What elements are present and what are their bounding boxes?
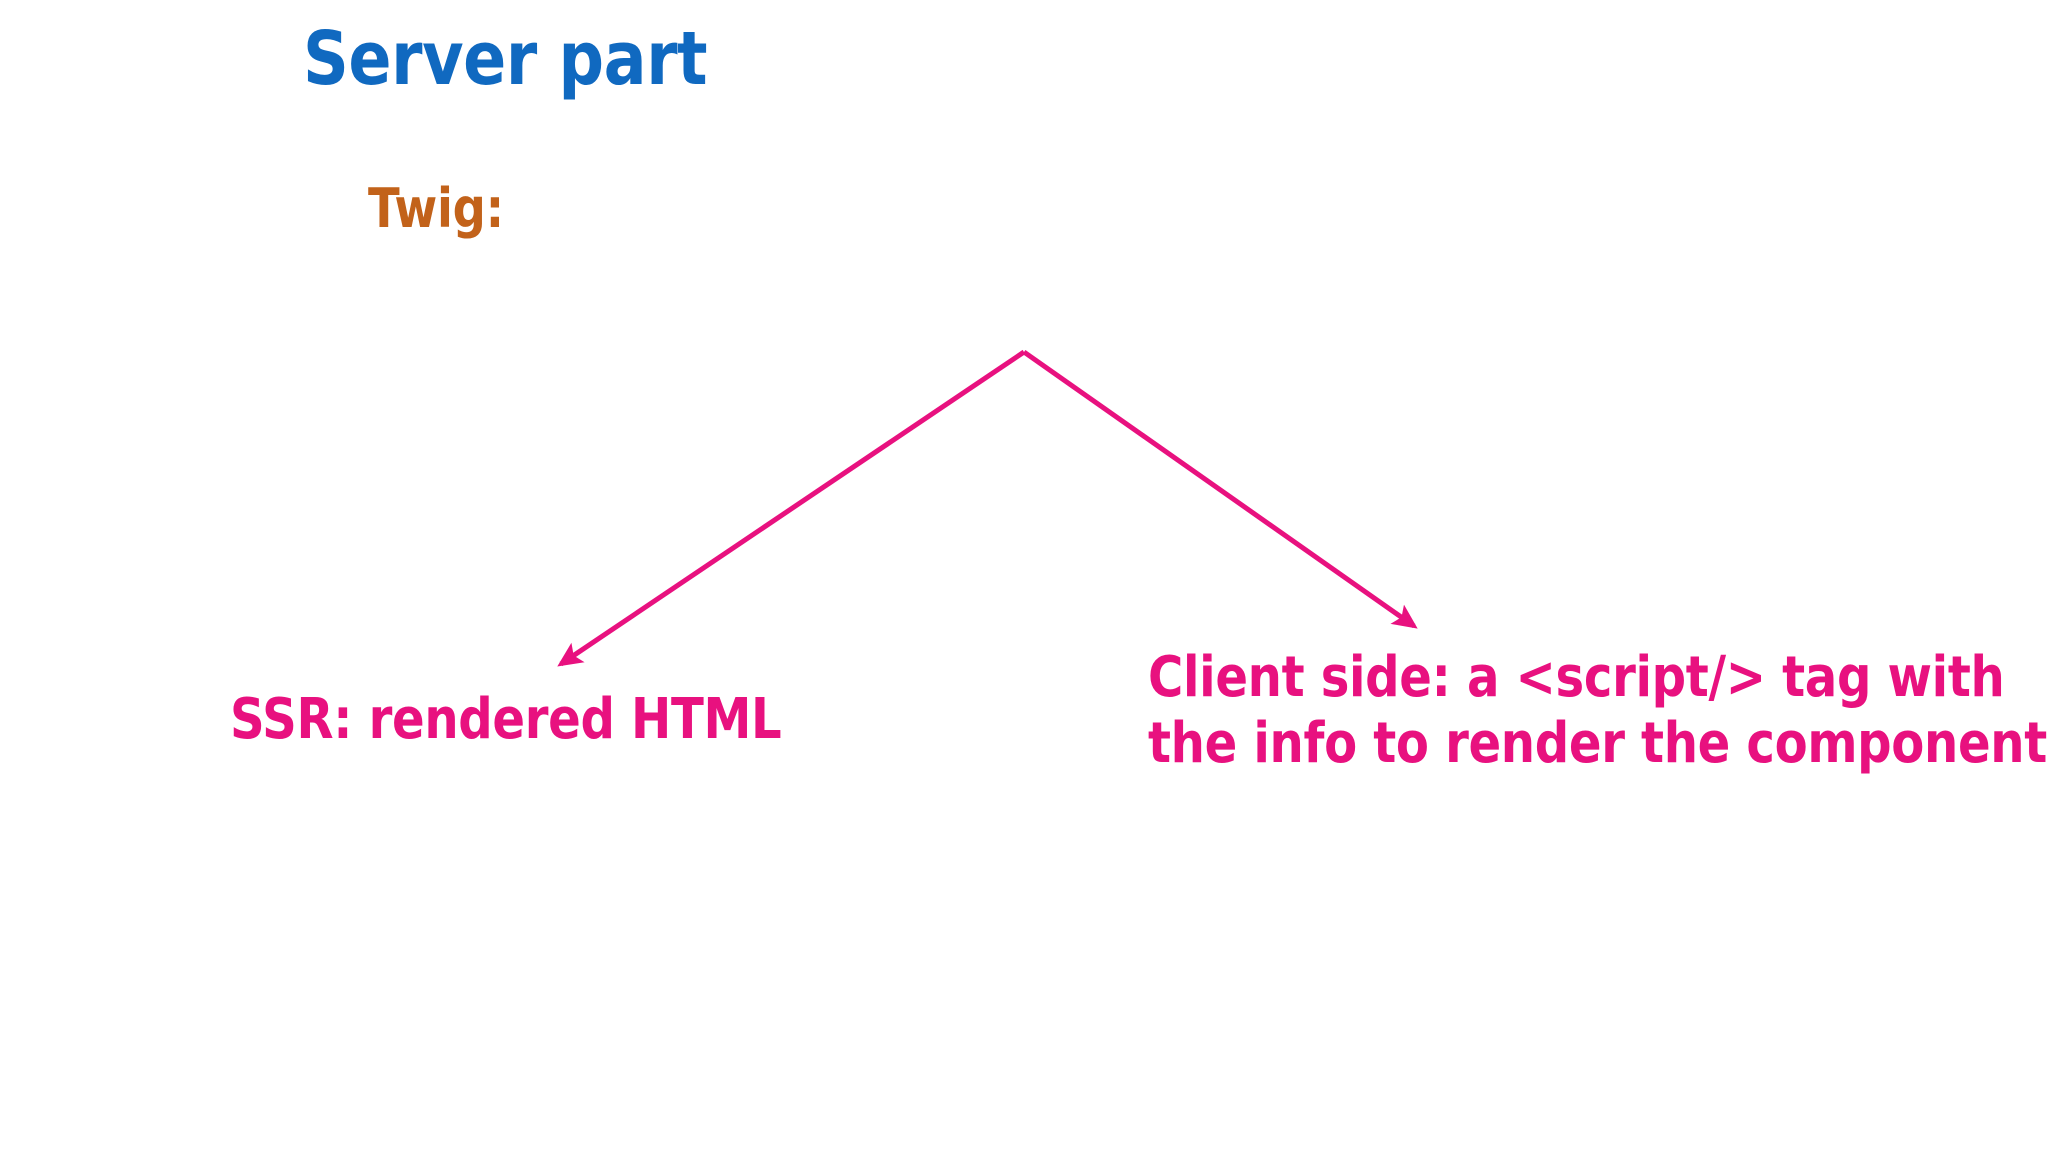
client-side-outcome-label: Client side: a <script/> tag with the in… [1148,645,2047,777]
client-side-outcome-line-1: Client side: a <script/> tag with [1148,645,2005,710]
arrow-to-ssr [557,349,1026,667]
twig-label: Twig: [368,177,504,240]
page-title: Server part [303,16,708,102]
ssr-outcome-label: SSR: rendered HTML [230,687,782,752]
client-side-outcome-line-2: the info to render the component [1148,711,2047,777]
arrow-to-client-side [1022,349,1418,629]
